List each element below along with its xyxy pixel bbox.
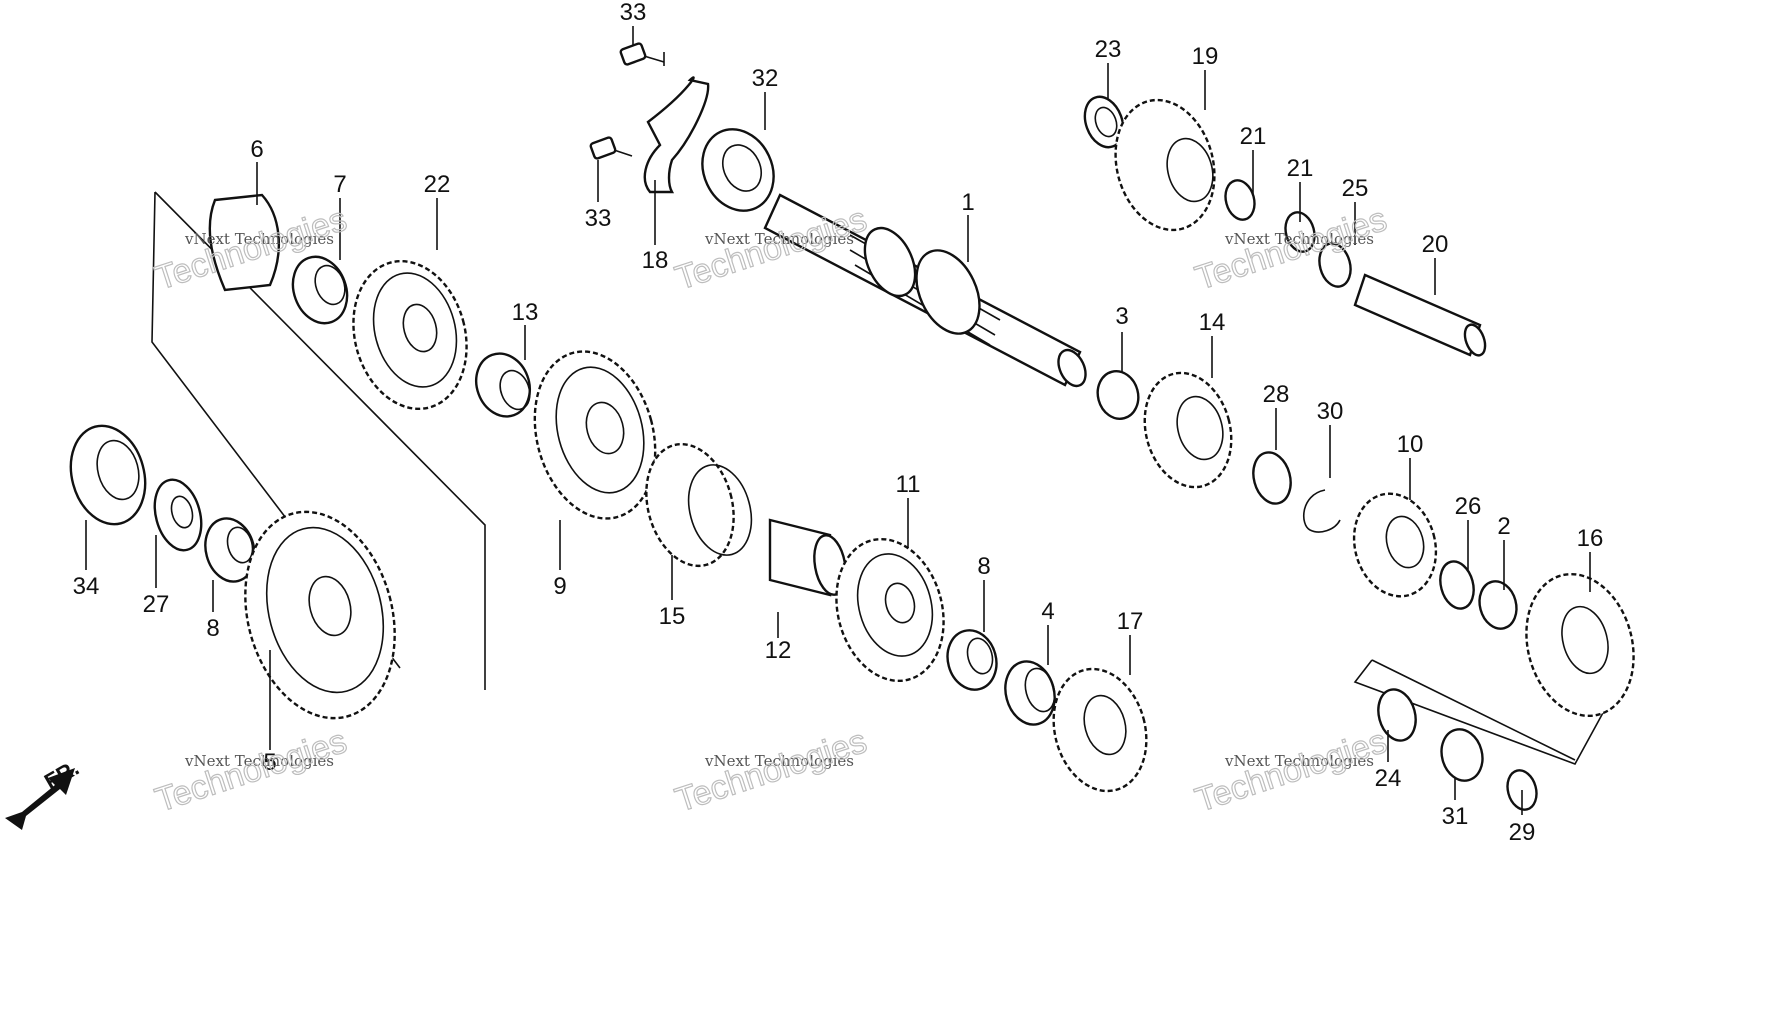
shaft-20 [1353, 273, 1487, 357]
collar-3 [1096, 370, 1140, 420]
callout-23: 23 [1095, 36, 1122, 63]
callout-33-bottom: 33 [585, 205, 612, 232]
gear-14 [1143, 371, 1233, 489]
gear-5 [244, 510, 396, 720]
svg-text:vNext Technologies: vNext Technologies [1224, 230, 1374, 248]
shifter-6 [208, 193, 280, 292]
svg-text:vNext Technologies: vNext Technologies [1224, 752, 1374, 770]
set-plate [643, 76, 710, 194]
callout-6: 6 [250, 136, 263, 163]
washer-23 [1083, 95, 1125, 149]
collar-4 [1004, 660, 1056, 726]
watermark-bottom-center: vNext Technologies Technologies [670, 722, 872, 821]
svg-text:vNext Technologies: vNext Technologies [704, 230, 854, 248]
callout-1: 1 [961, 189, 974, 216]
callout-13: 13 [512, 299, 539, 326]
gear-10 [1352, 492, 1438, 598]
callout-7: 7 [333, 171, 346, 198]
bushing-2 [1478, 580, 1518, 630]
watermark-bottom-right: vNext Technologies Technologies [1190, 722, 1392, 821]
callout-26: 26 [1455, 493, 1482, 520]
gear-19 [1114, 98, 1216, 232]
callout-11: 11 [896, 471, 921, 498]
callout-20: 20 [1422, 231, 1449, 258]
callout-2: 2 [1497, 513, 1510, 540]
callout-10: 10 [1397, 431, 1424, 458]
callout-14: 14 [1199, 309, 1226, 336]
mainshaft [763, 193, 1087, 388]
bolt-upper [619, 42, 665, 66]
callout-29: 29 [1509, 819, 1536, 846]
svg-text:Technologies: Technologies [151, 722, 352, 819]
gear-17 [1052, 667, 1148, 793]
svg-text:vNext Technologies: vNext Technologies [184, 230, 334, 248]
gear-9 [533, 350, 657, 520]
leader-lines [85, 26, 1591, 815]
callout-34: 34 [73, 573, 100, 600]
collar-21 [1224, 179, 1316, 253]
front-label: FR. [40, 755, 83, 794]
callout-21-b: 21 [1287, 155, 1314, 182]
callout-8-left: 8 [206, 615, 219, 642]
needle-bearing-8-right [946, 629, 998, 691]
callout-4: 4 [1041, 598, 1054, 625]
callout-21-a: 21 [1240, 123, 1267, 150]
drawing-layer [5, 42, 1635, 830]
needle-bearing-8-left [204, 517, 256, 583]
callout-25: 25 [1342, 175, 1369, 202]
snap-ring-30 [1303, 489, 1341, 533]
callout-18: 18 [642, 247, 669, 274]
callout-32: 32 [752, 65, 779, 92]
callout-28: 28 [1263, 381, 1290, 408]
gear-11 [835, 537, 945, 683]
washer-24 [1377, 688, 1417, 742]
group-frame-right [1353, 659, 1611, 765]
gear-16 [1525, 572, 1635, 718]
callout-19: 19 [1192, 43, 1219, 70]
callout-3: 3 [1115, 303, 1128, 330]
front-arrow [5, 768, 75, 830]
callout-22: 22 [424, 171, 451, 198]
svg-text:Technologies: Technologies [671, 722, 872, 819]
gear-22 [352, 259, 468, 411]
callout-24: 24 [1375, 765, 1402, 792]
callout-33-top: 33 [620, 0, 647, 26]
svg-text:vNext Technologies: vNext Technologies [704, 752, 854, 770]
washer-28 [1252, 451, 1292, 505]
bearing-34 [69, 424, 147, 526]
washer-25 [1318, 242, 1352, 288]
needle-bearing-7 [291, 255, 349, 325]
callout-27: 27 [143, 591, 170, 618]
washer-26 [1439, 560, 1475, 610]
svg-text:vNext Technologies: vNext Technologies [184, 752, 334, 770]
callout-16: 16 [1577, 525, 1604, 552]
bolt-lower [589, 136, 633, 160]
callout-9: 9 [553, 573, 566, 600]
gear-15 [645, 442, 753, 568]
svg-text:Technologies: Technologies [1191, 722, 1392, 819]
callout-12: 12 [765, 637, 792, 664]
bushing-13 [475, 352, 531, 418]
watermark-bottom-left: vNext Technologies Technologies [150, 722, 352, 821]
needle-bearing-31 [1440, 728, 1484, 782]
callout-17: 17 [1117, 608, 1144, 635]
callouts: 1 2 3 4 5 6 7 8 8 9 10 11 12 13 14 15 16… [40, 0, 1603, 846]
callout-31: 31 [1442, 803, 1469, 830]
callout-8-right: 8 [977, 553, 990, 580]
callout-15: 15 [659, 603, 686, 630]
callout-30: 30 [1317, 398, 1344, 425]
washer-27 [153, 478, 203, 552]
callout-5: 5 [263, 749, 276, 776]
bearing-32 [701, 128, 775, 212]
